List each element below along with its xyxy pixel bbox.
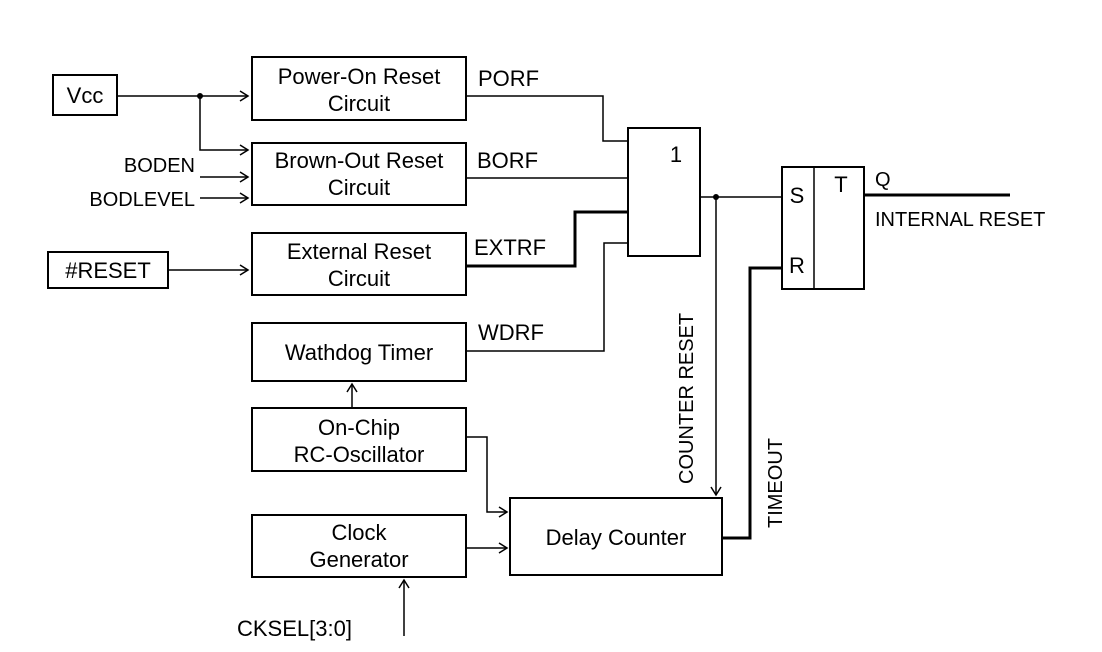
or-gate-label: 1 [670,142,682,167]
por-label-line1: Power-On Reset [278,64,441,89]
q-label: Q [875,169,891,191]
bodlevel-label: BODLEVEL [89,189,195,211]
osc-label-line2: RC-Oscillator [294,442,425,467]
clk-label-line2: Generator [309,547,408,572]
clk-label-line1: Clock [331,520,387,545]
clock-generator-block: Clock Generator [251,514,467,578]
counter-reset-label: COUNTER RESET [676,313,698,484]
ff-s-label: S [790,183,805,208]
por-label-line2: Circuit [328,91,390,116]
brown-out-reset-block: Brown-Out Reset Circuit [251,142,467,206]
wires [117,90,1010,636]
osc-label-line1: On-Chip [318,415,400,440]
rc-oscillator-block: On-Chip RC-Oscillator [251,407,467,472]
wdrf-label: WDRF [478,320,544,345]
or-gate-block: 1 [627,127,701,257]
sr-flip-flop-block: S R T [781,166,865,290]
bor-label-line2: Circuit [328,175,390,200]
porf-label: PORF [478,66,539,91]
ff-r-label: R [789,253,805,278]
reset-pin-label: #RESET [65,258,151,283]
borf-label: BORF [477,148,538,173]
extrf-label: EXTRF [474,235,546,260]
ext-label-line2: Circuit [328,266,390,291]
external-reset-block: External Reset Circuit [251,232,467,296]
ff-t-label: T [834,172,847,197]
bor-label-line1: Brown-Out Reset [275,148,444,173]
wdt-label: Wathdog Timer [285,340,433,365]
boden-label: BODEN [124,155,195,177]
timeout-label: TIMEOUT [765,438,787,528]
watchdog-timer-block: Wathdog Timer [251,322,467,382]
vcc-block: Vcc [52,74,118,116]
delay-counter-block: Delay Counter [509,497,723,576]
vcc-label: Vcc [67,83,104,108]
power-on-reset-block: Power-On Reset Circuit [251,56,467,121]
reset-pin-block: #RESET [47,251,169,289]
ext-label-line1: External Reset [287,239,431,264]
delay-counter-label: Delay Counter [546,525,687,550]
cksel-label: CKSEL[3:0] [237,616,352,641]
internal-reset-label: INTERNAL RESET [875,209,1045,231]
